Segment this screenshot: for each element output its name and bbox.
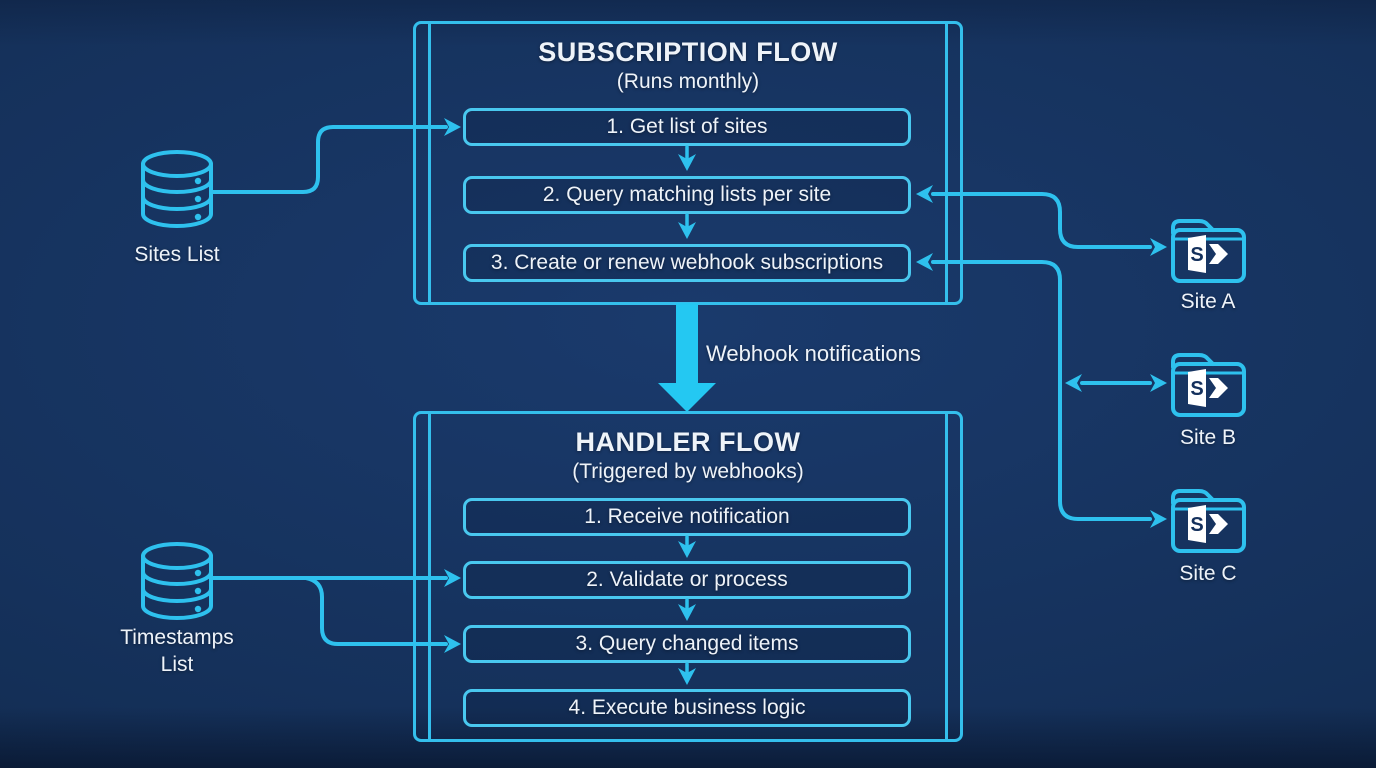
handler-step-1: 1. Receive notification bbox=[463, 498, 911, 536]
handler-flow-subtitle: (Triggered by webhooks) bbox=[572, 460, 804, 483]
connector-sites-list-to-get-sites bbox=[210, 125, 448, 194]
handler-box-inner-line-left bbox=[428, 414, 431, 739]
site-a-label: Site A bbox=[1180, 290, 1236, 313]
timestamps-list-database-icon bbox=[141, 542, 213, 620]
site-a-sharepoint-folder-icon bbox=[1171, 219, 1246, 283]
arrowhead-into-site-a-icon bbox=[1150, 238, 1167, 256]
handler-flow-box: HANDLER FLOW (Triggered by webhooks) bbox=[413, 411, 963, 742]
handler-step-3: 3. Query changed items bbox=[463, 625, 911, 663]
subscription-step-1: 1. Get list of sites bbox=[463, 108, 911, 146]
connector-site-a-to-query-lists bbox=[931, 192, 1152, 249]
handler-step-2: 2. Validate or process bbox=[463, 561, 911, 599]
subscription-flow-title: SUBSCRIPTION FLOW bbox=[538, 37, 838, 67]
subscription-step-2: 2. Query matching lists per site bbox=[463, 176, 911, 214]
handler-step-4: 4. Execute business logic bbox=[463, 689, 911, 727]
handler-box-inner-line-right bbox=[945, 414, 948, 739]
sites-list-database-icon bbox=[141, 150, 213, 228]
subscription-box-inner-line-left bbox=[428, 24, 431, 302]
subscription-step-3: 3. Create or renew webhook subscriptions bbox=[463, 244, 911, 282]
site-b-label: Site B bbox=[1179, 426, 1237, 449]
site-c-label: Site C bbox=[1179, 562, 1237, 585]
arrowhead-from-site-b-icon bbox=[1065, 374, 1082, 392]
subscription-box-inner-line-right bbox=[945, 24, 948, 302]
arrowhead-into-site-b-icon bbox=[1150, 374, 1167, 392]
site-c-sharepoint-folder-icon bbox=[1171, 489, 1246, 553]
webhook-notifications-label: Webhook notifications bbox=[706, 341, 921, 366]
handler-flow-title: HANDLER FLOW bbox=[575, 427, 801, 457]
site-b-sharepoint-folder-icon bbox=[1171, 353, 1246, 417]
arrowhead-into-site-c-icon bbox=[1150, 510, 1167, 528]
subscription-flow-subtitle: (Runs monthly) bbox=[616, 70, 760, 93]
timestamps-list-label: Timestamps List bbox=[120, 626, 234, 676]
sites-list-label: Sites List bbox=[134, 243, 220, 266]
connector-site-c-to-create-subscriptions bbox=[931, 260, 1152, 521]
